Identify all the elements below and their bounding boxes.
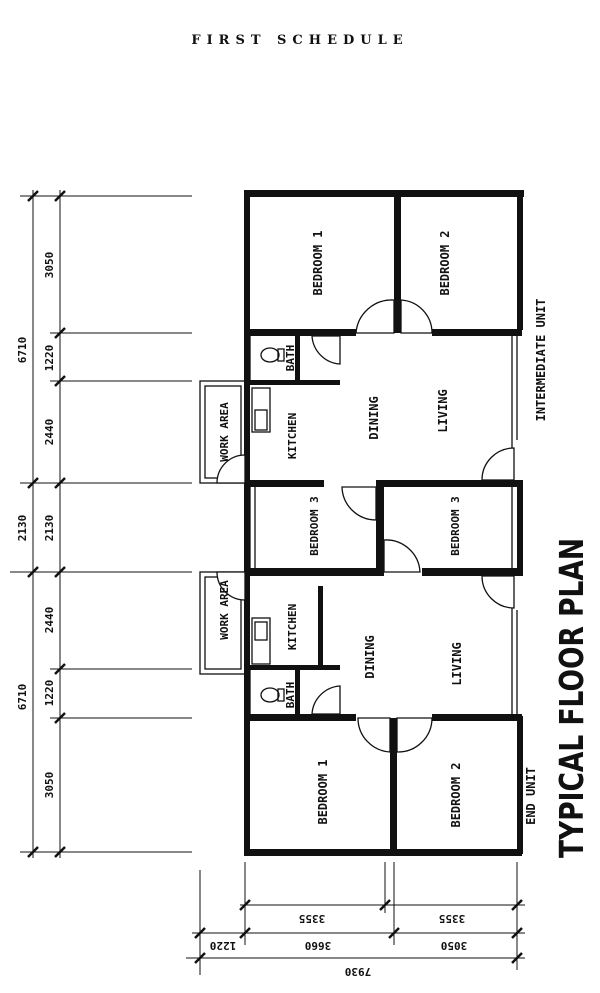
room-label-bedroom3-left: BEDROOM 3 [308,496,321,556]
walls [244,190,524,856]
unit-label-intermediate: INTERMEDIATE UNIT [534,299,548,422]
dim-inner-2: 1220 [43,345,56,372]
dim-bottom-total: 7930 [345,965,372,978]
dim-outer-2: 2130 [16,515,29,542]
dimension-lines-bottom: 3355 3355 1220 3660 3050 7930 [186,862,525,978]
dim-bottom-c: 1220 [210,939,237,952]
dim-inner-7: 3050 [43,772,56,799]
dim-inner-6: 1220 [43,680,56,707]
room-label-kitchen-top: KITCHEN [286,413,299,459]
dim-inner-5: 2440 [43,607,56,634]
room-label-dining-top: DINING [367,396,381,439]
room-label-bedroom1-top: BEDROOM 1 [311,230,325,295]
room-label-living-top: LIVING [436,389,450,432]
dim-bottom-a: 3355 [299,912,326,925]
dim-bottom-b: 3355 [439,912,466,925]
room-label-living-bottom: LIVING [450,642,464,685]
room-label-dining-bottom: DINING [363,635,377,678]
unit-label-end: END UNIT [524,767,538,825]
room-label-bedroom2-bottom: BEDROOM 2 [449,762,463,827]
room-label-bedroom1-bottom: BEDROOM 1 [316,759,330,824]
floor-plan-title: TYPICAL FLOOR PLAN [552,538,591,858]
doors [216,299,515,753]
room-labels: BEDROOM 1 BEDROOM 2 BATH KITCHEN WORK AR… [218,230,464,827]
room-label-bath-top: BATH [284,345,297,372]
dim-inner-1: 3050 [43,252,56,279]
page-title: FIRST SCHEDULE [191,33,409,48]
room-label-bedroom3-right: BEDROOM 3 [449,496,462,556]
room-label-workarea-top: WORK AREA [218,402,231,462]
room-label-workarea-bottom: WORK AREA [218,580,231,640]
dim-inner-3: 2440 [43,419,56,446]
room-label-kitchen-bottom: KITCHEN [286,604,299,650]
dim-bottom-d: 3660 [305,939,332,952]
dimension-lines-left: 6710 2130 6710 3050 1220 2440 2130 2440 … [10,190,192,858]
dim-outer-1: 6710 [16,337,29,364]
room-label-bedroom2-top: BEDROOM 2 [438,230,452,295]
fixtures [251,347,285,703]
dim-inner-4: 2130 [43,515,56,542]
dim-bottom-e: 3050 [441,939,468,952]
room-label-bath-bottom: BATH [284,682,297,709]
dim-outer-3: 6710 [16,684,29,711]
